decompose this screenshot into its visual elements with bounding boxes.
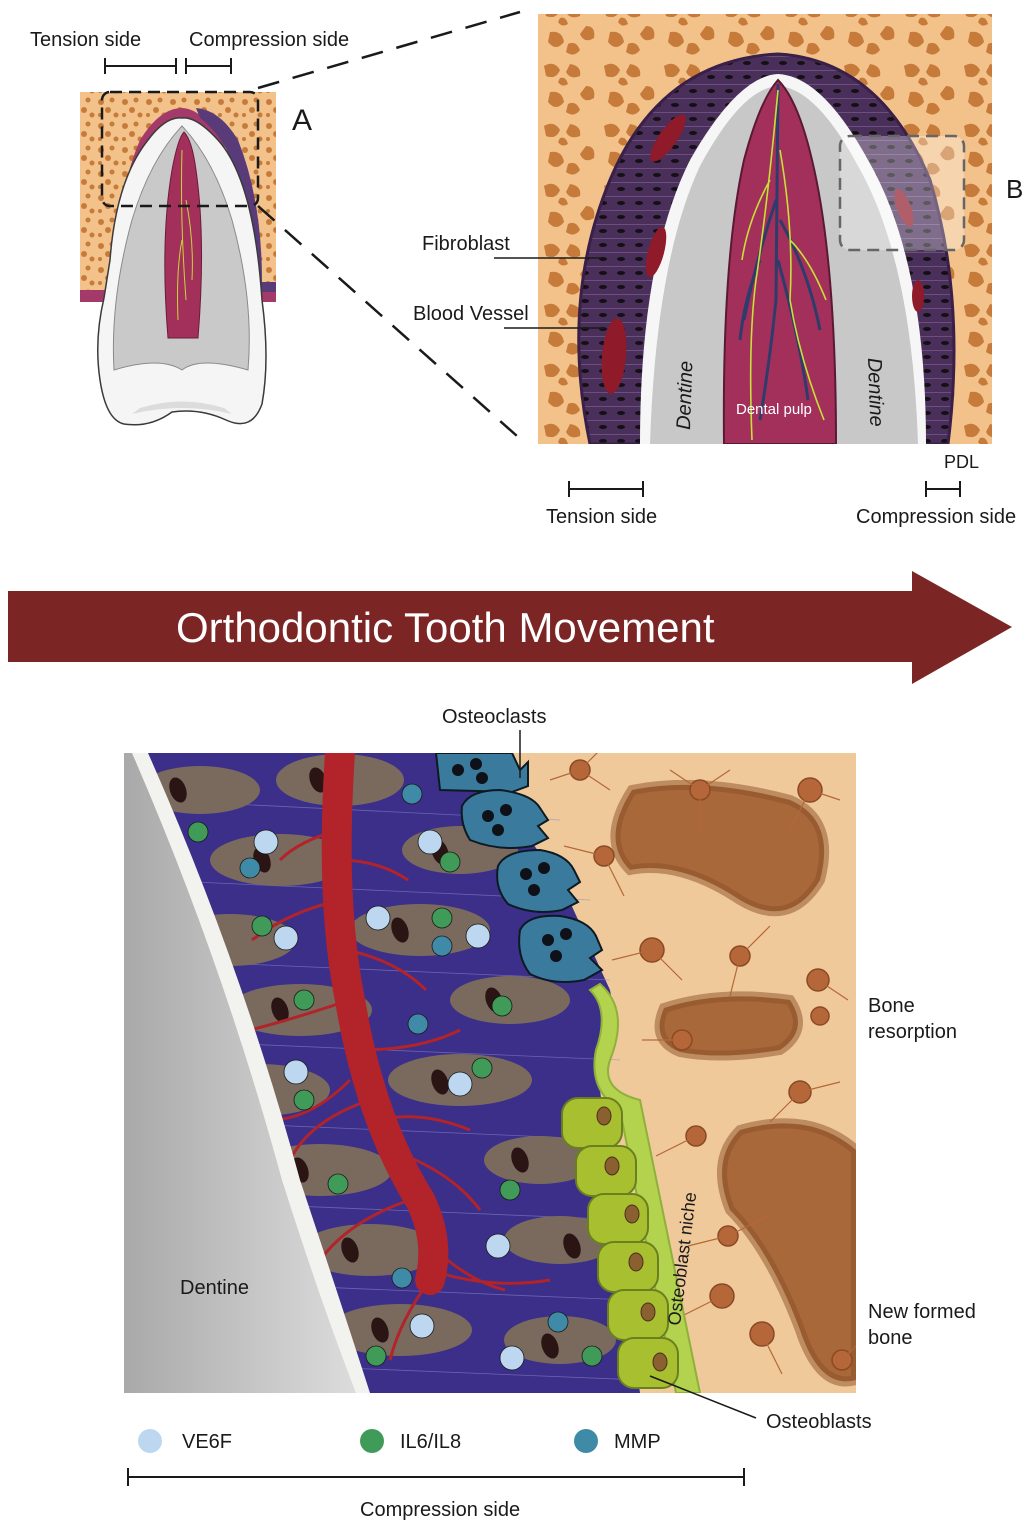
zoom-connectors xyxy=(258,12,526,444)
tooth-movement-arrow: Orthodontic Tooth Movement xyxy=(8,571,1012,684)
bone-resorption-label-2: resorption xyxy=(868,1021,957,1043)
zoomed-tooth-section: B Fibroblast Blood Vessel Dentine Dentin… xyxy=(413,14,1023,528)
zoom-dentine-right-label: Dentine xyxy=(863,357,887,427)
legend-swatch-mmp xyxy=(574,1429,598,1453)
zoom-dentine-left-label: Dentine xyxy=(673,361,697,431)
legend: VE6F IL6/IL8 MMP xyxy=(138,1429,661,1453)
label-letter-b: B xyxy=(1006,174,1023,204)
osteoblasts-label: Osteoblasts xyxy=(766,1411,872,1433)
legend-swatch-il6-il8 xyxy=(360,1429,384,1453)
pdl-label: PDL xyxy=(944,452,979,472)
zoom-scale-bars xyxy=(569,481,960,497)
osteoclasts-label: Osteoclasts xyxy=(442,706,546,728)
cellular-detail-panel: Osteoclasts Bone resorption New formed b… xyxy=(124,706,976,1433)
bottom-compression-label: Compression side xyxy=(360,1499,520,1520)
legend-label-mmp: MMP xyxy=(614,1431,661,1453)
small-tooth-diagram: Tension side Compression side A xyxy=(30,29,349,425)
new-bone-label-1: New formed xyxy=(868,1301,976,1323)
zoom-compression-label: Compression side xyxy=(856,506,1016,528)
new-bone-label-2: bone xyxy=(868,1327,913,1349)
bone-resorption-label-1: Bone xyxy=(868,995,915,1017)
dentine-label: Dentine xyxy=(180,1277,249,1299)
legend-label-il6-il8: IL6/IL8 xyxy=(400,1431,461,1453)
small-compression-label: Compression side xyxy=(189,29,349,51)
dental-pulp-label: Dental pulp xyxy=(736,401,812,418)
zoom-vessel-cell-4 xyxy=(912,280,924,312)
arrow-title: Orthodontic Tooth Movement xyxy=(176,604,715,651)
zoom-tension-label: Tension side xyxy=(546,506,657,528)
bottom-scale-bar xyxy=(128,1468,744,1486)
legend-swatch-ve6f xyxy=(138,1429,162,1453)
fibroblast-label: Fibroblast xyxy=(422,233,510,255)
blood-vessel-label: Blood Vessel xyxy=(413,303,529,325)
small-tension-label: Tension side xyxy=(30,29,141,51)
label-letter-a: A xyxy=(292,104,312,137)
zoom-box-b xyxy=(840,136,964,250)
small-scale-bars xyxy=(105,58,231,74)
legend-label-ve6f: VE6F xyxy=(182,1431,232,1453)
